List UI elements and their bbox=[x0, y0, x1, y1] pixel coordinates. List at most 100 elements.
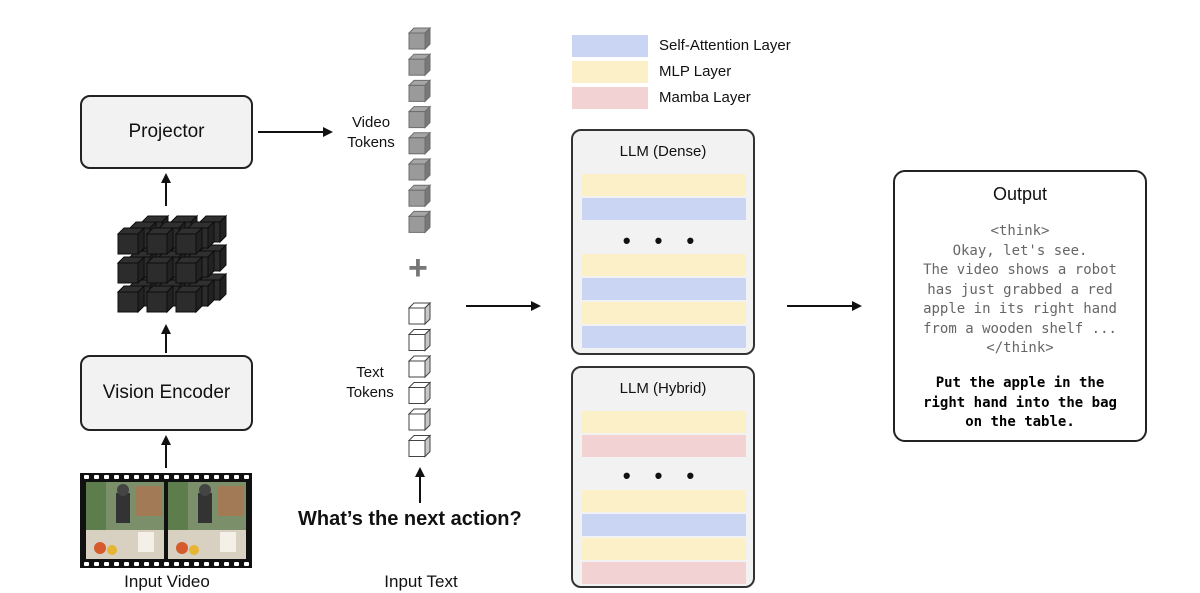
frame-robot-body bbox=[116, 493, 130, 523]
filmstrip-hole bbox=[134, 562, 139, 566]
video-tokens-label: Video Tokens bbox=[336, 113, 406, 153]
video-token-cube bbox=[407, 105, 432, 129]
llm-hybrid-layer bbox=[582, 538, 746, 560]
feature-cube bbox=[145, 226, 175, 256]
output-answer: Put the apple in the right hand into the… bbox=[895, 374, 1145, 433]
video-token-stack bbox=[407, 26, 432, 234]
filmstrip-hole bbox=[144, 562, 149, 566]
filmstrip-hole bbox=[154, 562, 159, 566]
output-title: Output bbox=[992, 184, 1048, 204]
video-frame-1 bbox=[86, 482, 164, 559]
cube-front-face bbox=[408, 137, 426, 155]
filmstrip-hole bbox=[214, 562, 219, 566]
video-token-cube bbox=[407, 210, 432, 234]
frame-robot-head bbox=[199, 484, 211, 496]
frame-robot-body bbox=[198, 493, 212, 523]
cube-front-face bbox=[408, 334, 426, 351]
cube-front-face bbox=[408, 32, 426, 50]
video-tokens-label-line-2: Tokens bbox=[347, 134, 395, 151]
video-tokens-label-line-1: Video bbox=[351, 114, 391, 131]
cube-front-face bbox=[175, 233, 197, 255]
reasoning-line: apple in its right hand bbox=[923, 301, 1117, 317]
video-token-cube bbox=[407, 157, 432, 182]
cube-front-face bbox=[408, 387, 426, 404]
cube-front-face bbox=[408, 440, 426, 457]
filmstrip-hole bbox=[194, 562, 199, 566]
cube-front-face bbox=[117, 291, 139, 313]
cube-front-face bbox=[146, 291, 168, 313]
cube-front-face bbox=[408, 360, 426, 378]
input-video-filmstrip bbox=[80, 473, 252, 568]
feature-map-cubes bbox=[116, 214, 228, 314]
text-token-stack bbox=[407, 301, 432, 458]
text-token-cube bbox=[407, 434, 432, 458]
frame-fruit bbox=[176, 542, 188, 554]
output-panel: Output <think> Okay, let's see. The vide… bbox=[893, 170, 1147, 442]
vision-encoder-block: Vision Encoder bbox=[80, 355, 253, 431]
cube-front-face bbox=[408, 307, 426, 325]
llm-dense-ellipsis: • • • bbox=[622, 228, 704, 253]
filmstrip-hole bbox=[154, 475, 159, 479]
feature-cube bbox=[174, 255, 204, 285]
llm-hybrid-layer bbox=[582, 514, 746, 536]
filmstrip-hole bbox=[214, 475, 219, 479]
projector-block: Projector bbox=[80, 95, 253, 169]
feature-cube bbox=[116, 255, 146, 285]
reasoning-line: The video shows a robot bbox=[923, 262, 1117, 278]
output-reasoning: <think> Okay, let's see. The video shows… bbox=[895, 222, 1145, 359]
filmstrip-hole bbox=[244, 475, 249, 479]
legend-label-mlp: MLP Layer bbox=[659, 63, 732, 80]
filmstrip-hole bbox=[224, 562, 229, 566]
feature-cube bbox=[116, 226, 146, 256]
text-token-cube bbox=[407, 407, 432, 432]
video-frame-2 bbox=[168, 482, 246, 559]
llm-hybrid-title: LLM (Hybrid) bbox=[619, 380, 707, 397]
cube-front-face bbox=[146, 233, 168, 255]
llm-dense-layer bbox=[582, 326, 746, 348]
legend-swatch-mlp bbox=[572, 61, 648, 83]
llm-dense-layer bbox=[582, 254, 746, 276]
filmstrip-hole bbox=[174, 475, 179, 479]
frame-fruit bbox=[94, 542, 106, 554]
filmstrip-hole bbox=[114, 562, 119, 566]
plus-sign: + bbox=[408, 249, 428, 287]
filmstrip-hole bbox=[244, 562, 249, 566]
filmstrip-hole bbox=[174, 562, 179, 566]
llm-dense-layer bbox=[582, 302, 746, 324]
frame-fruit bbox=[189, 545, 199, 555]
filmstrip-hole bbox=[104, 562, 109, 566]
cube-front-face bbox=[175, 262, 197, 284]
frame-bag bbox=[220, 532, 236, 552]
feature-cube bbox=[145, 255, 175, 285]
cube-front-face bbox=[117, 233, 139, 255]
filmstrip-hole bbox=[124, 562, 129, 566]
llm-hybrid-block: LLM (Hybrid) • • • bbox=[571, 366, 755, 588]
cube-front-face bbox=[408, 163, 426, 181]
filmstrip-hole bbox=[104, 475, 109, 479]
llm-dense-layer bbox=[582, 174, 746, 196]
frame-shelf bbox=[136, 486, 162, 516]
llm-dense-block: LLM (Dense) • • • bbox=[571, 129, 755, 355]
frame-fruit bbox=[107, 545, 117, 555]
answer-line: on the table. bbox=[965, 414, 1075, 430]
filmstrip-hole bbox=[84, 562, 89, 566]
frame-robot-head bbox=[117, 484, 129, 496]
filmstrip-hole bbox=[204, 475, 209, 479]
cube-front-face bbox=[408, 189, 426, 207]
llm-hybrid-layer bbox=[582, 562, 746, 584]
video-token-cube bbox=[407, 183, 432, 208]
video-token-cube bbox=[407, 26, 432, 51]
cube-front-face bbox=[175, 291, 197, 313]
video-token-cube bbox=[407, 79, 432, 103]
text-tokens-label: Text Tokens bbox=[335, 363, 405, 403]
video-token-cube bbox=[407, 131, 432, 156]
feature-cube bbox=[174, 284, 204, 314]
filmstrip-hole bbox=[94, 475, 99, 479]
feature-cube bbox=[145, 284, 175, 314]
reasoning-line: </think> bbox=[986, 340, 1054, 356]
filmstrip-hole bbox=[234, 562, 239, 566]
legend-label-mamba: Mamba Layer bbox=[659, 89, 751, 106]
filmstrip-hole bbox=[164, 562, 169, 566]
